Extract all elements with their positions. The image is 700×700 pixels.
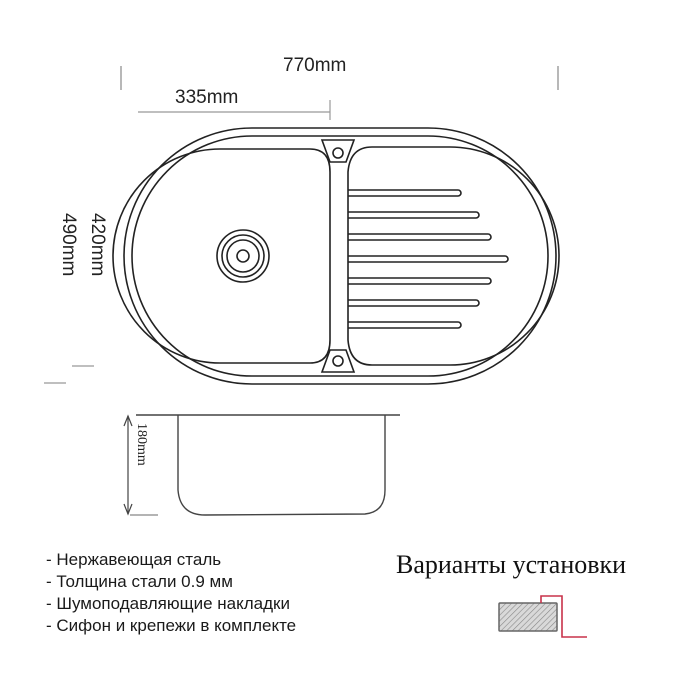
drain-outer xyxy=(216,229,270,283)
tap-hole-top xyxy=(332,147,344,159)
top-bridge xyxy=(320,139,356,163)
bowl-section xyxy=(177,415,386,516)
sink-inner-rim xyxy=(131,135,549,377)
features-list: - Нержавеющая сталь - Толщина стали 0.9 … xyxy=(46,549,296,637)
drainboard xyxy=(347,146,560,366)
installation-title: Варианты установки xyxy=(396,550,627,579)
bowl-width-label: 335mm xyxy=(175,87,239,108)
installation-icon xyxy=(498,595,587,638)
tap-hole-bottom xyxy=(332,355,344,367)
feature-item: - Шумоподавляющие накладки xyxy=(46,594,290,613)
left-bowl xyxy=(112,148,331,364)
sink-outer-rim xyxy=(123,127,557,385)
drain-center xyxy=(236,249,250,263)
drainboard-ribs xyxy=(348,189,509,329)
feature-item: - Сифон и крепежи в комплекте xyxy=(46,616,297,635)
feature-item: - Толщина стали 0.9 мм xyxy=(46,572,233,591)
total-length-label: 770mm xyxy=(283,55,347,76)
feature-item: - Нержавеющая сталь xyxy=(46,550,222,569)
bottom-bridge xyxy=(320,349,356,373)
